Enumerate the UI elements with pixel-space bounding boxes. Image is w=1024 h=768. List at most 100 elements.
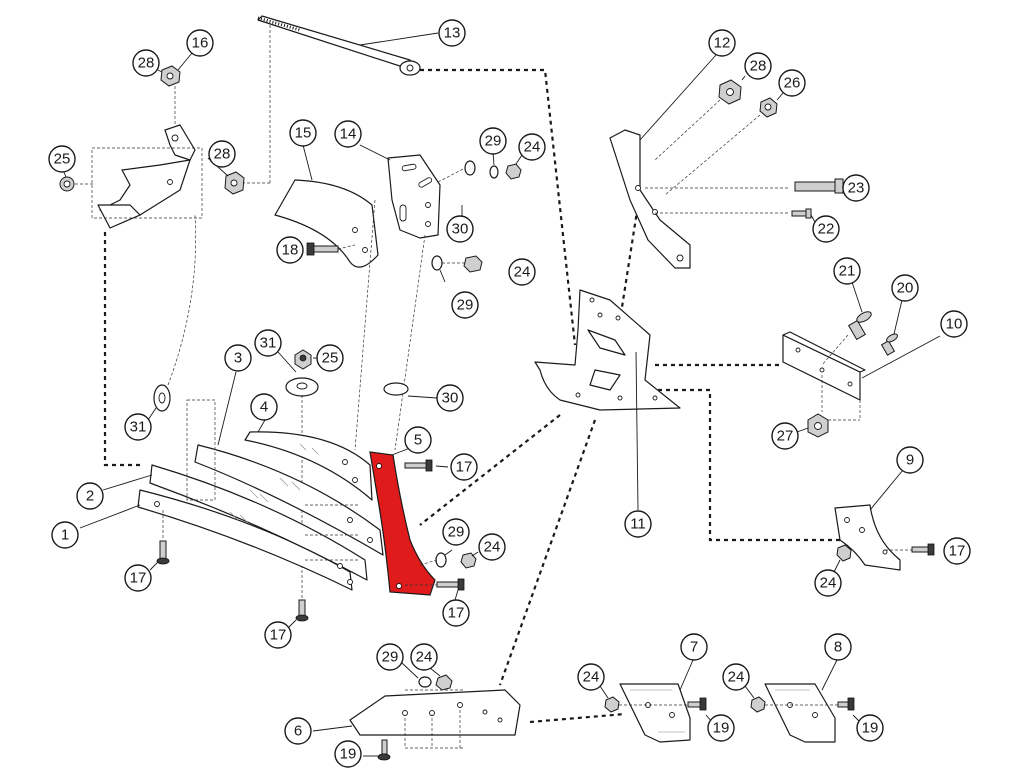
svg-text:24: 24	[484, 539, 501, 556]
callout-22: 22	[812, 215, 840, 243]
svg-text:23: 23	[848, 180, 865, 197]
leader-11	[635, 351, 639, 511]
callout-28-a: 28	[132, 49, 160, 77]
callout-31-a: 31	[124, 413, 152, 441]
callout-3: 3	[224, 344, 252, 372]
svg-text:13: 13	[444, 25, 461, 42]
part-1-blade	[137, 489, 353, 591]
svg-text:4: 4	[260, 399, 268, 416]
nut-24-share	[435, 674, 453, 691]
svg-text:20: 20	[897, 280, 914, 297]
connector-16-2	[103, 232, 140, 467]
callout-19-a: 19	[334, 740, 362, 768]
washer-29-top	[464, 160, 476, 176]
callout-9: 9	[896, 446, 924, 474]
callout-28-b: 28	[208, 140, 236, 168]
callout-11: 11	[624, 510, 652, 538]
nut-25-mid	[294, 349, 312, 370]
leader-31b	[277, 351, 297, 373]
svg-text:14: 14	[340, 126, 357, 143]
part-15-plate	[274, 179, 379, 268]
leader-29d	[401, 662, 419, 679]
guide-18	[337, 244, 356, 250]
svg-text:10: 10	[946, 316, 963, 333]
leader-2	[102, 474, 153, 491]
washer-31-left	[153, 384, 171, 412]
leader-22	[810, 214, 816, 223]
svg-text:6: 6	[294, 723, 302, 740]
callout-1: 1	[51, 521, 79, 549]
svg-text:22: 22	[818, 221, 835, 238]
leader-12	[639, 54, 717, 141]
bolt-18	[306, 242, 339, 256]
washer-29-lower	[435, 552, 447, 568]
callout-16: 16	[186, 29, 214, 57]
svg-text:24: 24	[583, 669, 600, 686]
bolt-17-center	[295, 599, 309, 622]
callout-24-g: 24	[722, 663, 750, 691]
part-14-plate	[387, 154, 441, 239]
bolt-19-point7	[687, 697, 707, 711]
leader-3	[217, 371, 237, 446]
part-12-arm	[609, 129, 691, 269]
part-16-bracket	[97, 124, 196, 229]
svg-text:1: 1	[61, 527, 69, 544]
callout-24-f: 24	[577, 663, 605, 691]
svg-text:8: 8	[834, 639, 842, 656]
guide-28-arm	[654, 99, 721, 161]
callout-27: 27	[771, 422, 799, 450]
svg-text:29: 29	[382, 649, 399, 666]
svg-text:24: 24	[728, 669, 745, 686]
callout-17-c: 17	[124, 564, 152, 592]
callout-20: 20	[891, 274, 919, 302]
svg-text:9: 9	[906, 452, 914, 469]
leader-31a	[147, 407, 157, 421]
guide-29-lower	[419, 559, 438, 566]
guide-14-down-a	[354, 199, 376, 451]
svg-text:24: 24	[820, 575, 837, 592]
connector-13-11	[420, 68, 577, 346]
bolt-22	[791, 208, 812, 219]
part-3-blade	[194, 444, 384, 556]
leader-24a	[515, 154, 523, 165]
leader-26	[776, 92, 784, 101]
svg-text:28: 28	[138, 55, 155, 72]
bolt-17-right	[911, 543, 935, 556]
part-2-blade	[149, 464, 368, 581]
leader-6	[312, 725, 353, 732]
washer-30	[383, 382, 409, 396]
callout-26: 26	[778, 69, 806, 97]
guide-21	[821, 334, 849, 366]
leader-4	[257, 419, 266, 433]
svg-text:17: 17	[448, 605, 465, 622]
callout-17-e: 17	[943, 537, 971, 565]
svg-text:19: 19	[340, 746, 357, 763]
callout-29-c: 29	[442, 518, 470, 546]
leader-17d	[454, 589, 459, 601]
leader-17c	[435, 465, 449, 468]
svg-text:25: 25	[54, 151, 71, 168]
leader-27	[796, 427, 809, 433]
bolt-19-share	[377, 739, 391, 761]
callout-8: 8	[824, 633, 852, 661]
leader-24d	[429, 667, 441, 677]
group-box-blades	[186, 399, 216, 501]
group-box-16	[91, 147, 203, 219]
callout-17-b: 17	[442, 599, 470, 627]
nut-24-point7	[604, 696, 620, 713]
leader-24f	[744, 685, 755, 699]
nut-28-top	[160, 65, 181, 87]
callout-19-c: 19	[856, 714, 884, 742]
svg-text:17: 17	[270, 627, 287, 644]
callout-17-d: 17	[264, 621, 292, 649]
part-6-share	[349, 689, 521, 736]
callout-12: 12	[708, 29, 736, 57]
callout-24-d: 24	[814, 569, 842, 597]
leader-15	[302, 144, 313, 181]
callout-24-e: 24	[410, 643, 438, 671]
connector-6-7	[529, 712, 626, 724]
svg-text:19: 19	[713, 720, 730, 737]
svg-text:29: 29	[457, 297, 474, 314]
washer-29-share	[418, 676, 432, 688]
part-7-point	[619, 683, 691, 743]
